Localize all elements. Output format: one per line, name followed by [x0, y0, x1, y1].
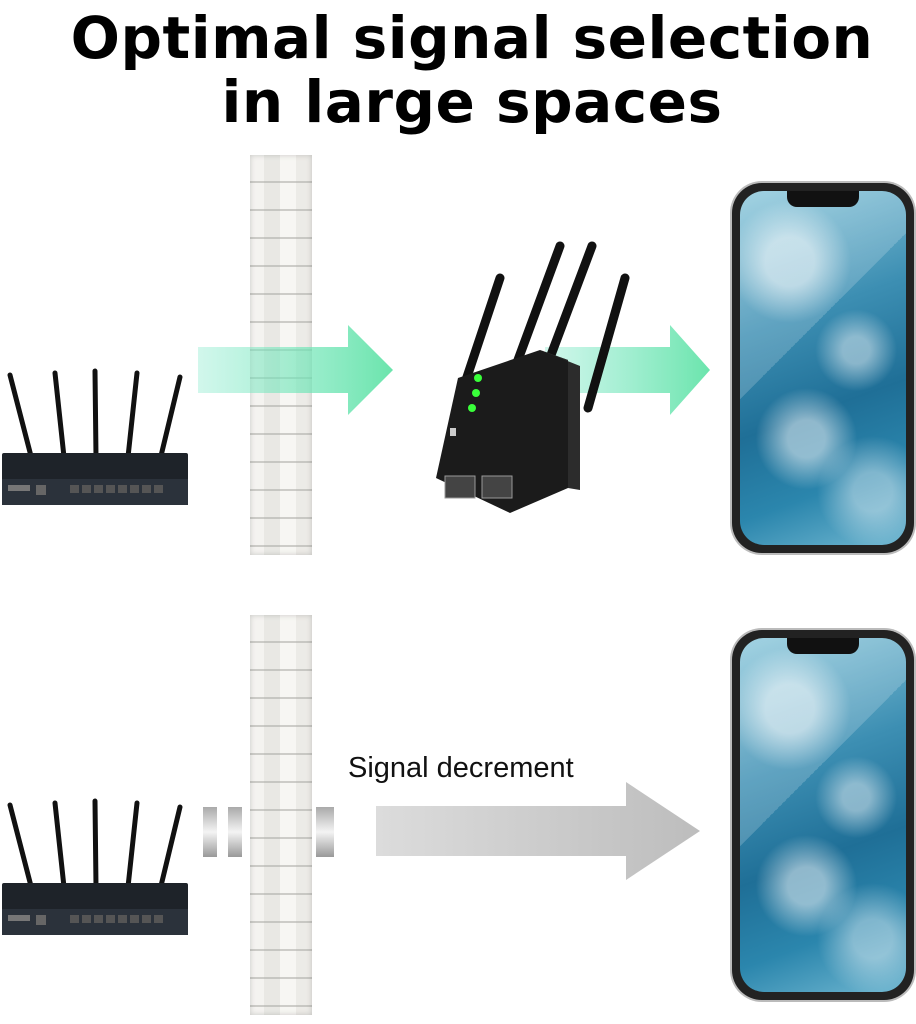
router-icon — [2, 798, 188, 935]
router-icon — [2, 368, 188, 505]
signal-decrement-label: Signal decrement — [348, 752, 574, 784]
brick-wall-icon — [250, 615, 312, 1015]
headline-line-1: Optimal signal selection — [70, 4, 874, 72]
signal-arrow-1 — [198, 325, 393, 415]
repeater-icon — [436, 241, 630, 513]
phone-screen — [740, 638, 906, 992]
smartphone-icon — [732, 630, 914, 1000]
phone-notch — [787, 638, 859, 654]
phone-notch — [787, 191, 859, 207]
headline-line-2: in large spaces — [221, 68, 723, 136]
headline: Optimal signal selection in large spaces — [0, 0, 916, 134]
signal-arrow-2 — [545, 325, 710, 415]
phone-screen — [740, 191, 906, 545]
decrement-arrow — [376, 782, 700, 880]
smartphone-icon — [732, 183, 914, 553]
